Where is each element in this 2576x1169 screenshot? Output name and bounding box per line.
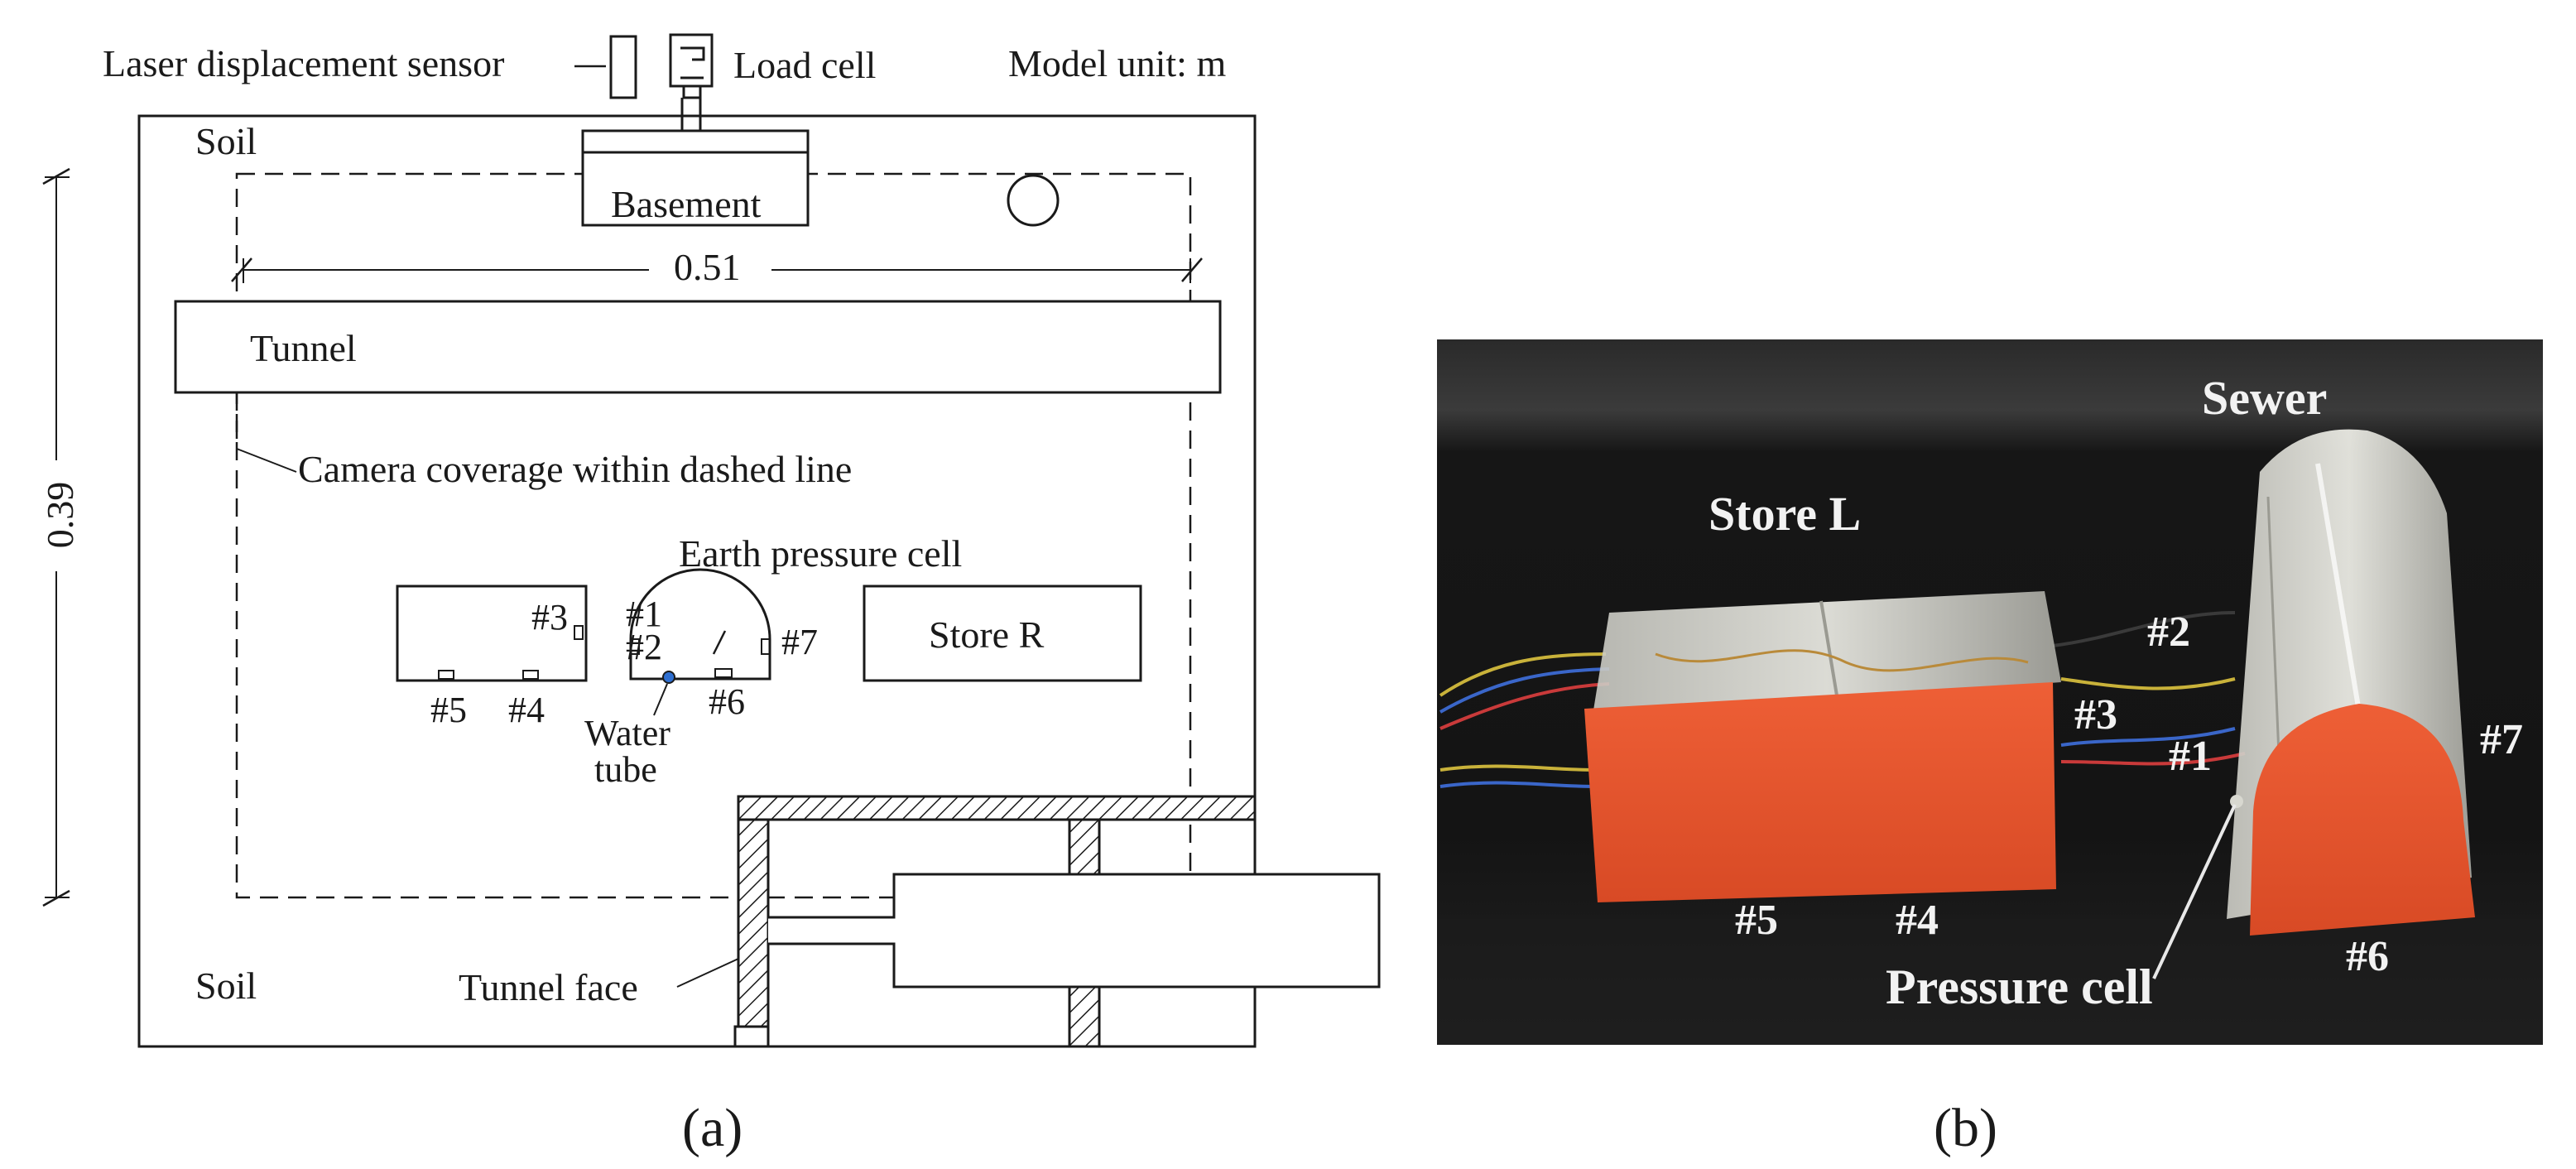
face-hatched-wall [737, 818, 770, 1048]
store-l-box [396, 584, 588, 682]
cell-2-label: #2 [626, 627, 662, 667]
panel-a-text: Laser displacement sensor Load cell Mode… [39, 42, 1226, 1158]
caption-a: (a) [682, 1098, 743, 1158]
cell-4-label: #4 [508, 690, 545, 730]
pressure-cell-dot [2230, 795, 2243, 808]
soil-box [137, 114, 1257, 1048]
panel-b-text: Sewer Store L #2 #3 #1 #7 #5 #4 #6 Press… [1709, 371, 2523, 1158]
panel-b-photo [1437, 339, 2543, 1045]
tunnel-face-label: Tunnel face [459, 966, 638, 1008]
cell-1-label: #1 [626, 594, 662, 634]
store-l-top [1593, 591, 2061, 715]
photo-cell-6-label: #6 [2346, 933, 2389, 980]
store-l-label: Store L [1709, 487, 1861, 541]
caption-b: (b) [1934, 1098, 1997, 1158]
height-dimension-label: 0.39 [39, 482, 81, 549]
soil-bottom-label: Soil [195, 965, 257, 1007]
sewer-arch [629, 568, 771, 681]
top-hatched-wall [737, 795, 1257, 821]
laser-sensor-icon [609, 35, 637, 99]
support-column-bottom [1068, 984, 1101, 1048]
sensor-wires [1439, 611, 2246, 788]
camera-coverage-box [235, 172, 1192, 899]
store-r-box [863, 584, 1142, 682]
panel-a-diagram [42, 33, 1381, 1048]
cell-3-label: #3 [531, 597, 568, 637]
tunnel-box [174, 300, 1222, 394]
water-label: Water [584, 713, 670, 753]
photo-cell-5-label: #5 [1735, 897, 1778, 944]
cell-7-label: #7 [781, 622, 818, 662]
store-r-label: Store R [929, 613, 1045, 656]
pressure-cell-label: Pressure cell [1886, 960, 2153, 1014]
jack-piston [768, 873, 1381, 989]
sewer-face [2250, 704, 2475, 936]
tunnel-label: Tunnel [250, 327, 357, 369]
photo-cell-1-label: #1 [2169, 733, 2212, 780]
cell-6-label: #6 [709, 681, 745, 722]
water-tube-marker [662, 671, 675, 684]
model-unit-label: Model unit: m [1008, 42, 1226, 84]
basement-box [581, 129, 810, 227]
photo-cell-2-label: #2 [2147, 609, 2190, 656]
photo-cell-7-label: #7 [2480, 716, 2523, 763]
circle-marker [1007, 174, 1060, 227]
soil-top-label: Soil [195, 120, 257, 162]
laser-sensor-label: Laser displacement sensor [103, 42, 504, 84]
cell-5-label: #5 [430, 690, 467, 730]
sewer-label: Sewer [2202, 371, 2327, 425]
photo-cell-3-label: #3 [2074, 691, 2117, 738]
load-cell-icon [669, 33, 714, 99]
basement-label: Basement [611, 183, 762, 225]
camera-coverage-label: Camera coverage within dashed line [298, 448, 852, 490]
photo-cell-4-label: #4 [1896, 897, 1939, 944]
width-dimension-label: 0.51 [674, 246, 741, 288]
tube-label: tube [594, 749, 657, 790]
support-column-top [1068, 818, 1101, 876]
store-l-front [1584, 682, 2056, 902]
earth-pressure-label: Earth pressure cell [679, 532, 962, 575]
load-cell-label: Load cell [733, 44, 876, 86]
